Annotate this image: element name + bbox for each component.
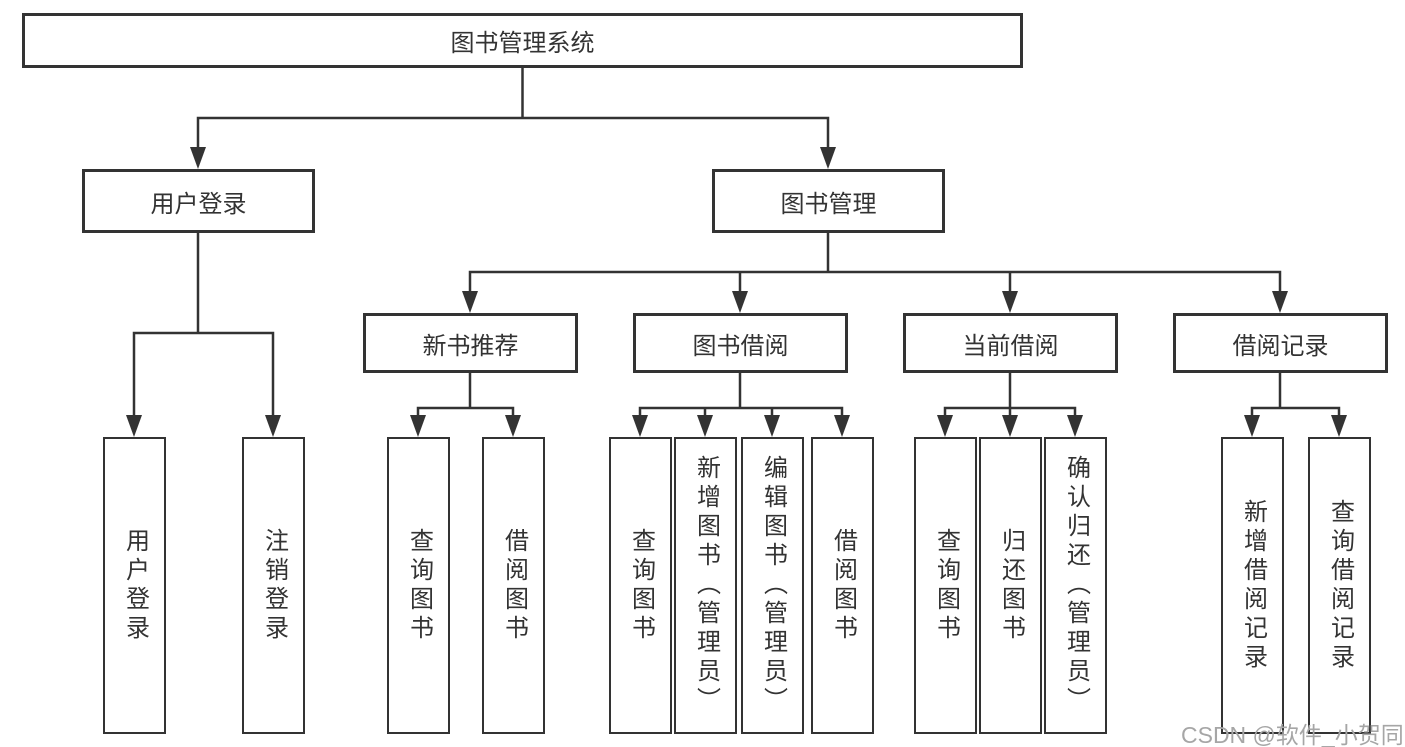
node-leaf-confirm-return-admin: 确认归还（管理员）: [1044, 437, 1107, 734]
node-leaf-return-book: 归还图书: [979, 437, 1042, 734]
node-label: 确认归还（管理员）: [1062, 455, 1090, 716]
node-book-management: 图书管理: [712, 169, 945, 233]
node-borrow-record: 借阅记录: [1173, 313, 1388, 373]
node-label: 当前借阅: [962, 332, 1059, 360]
node-leaf-add-borrow-record: 新增借阅记录: [1221, 437, 1284, 734]
node-leaf-user-login: 用户登录: [103, 437, 166, 734]
node-leaf-borrow-book-1: 借阅图书: [482, 437, 545, 734]
node-label: 图书管理系统: [450, 30, 595, 57]
node-label: 新增借阅记录: [1239, 498, 1267, 673]
node-label: 借阅图书: [500, 527, 528, 644]
node-root: 图书管理系统: [22, 13, 1023, 68]
connector-user-login-to-leaves: [126, 233, 281, 437]
node-leaf-logout: 注销登录: [242, 437, 305, 734]
node-leaf-query-borrow-record: 查询借阅记录: [1308, 437, 1371, 734]
connector-current-borrow-to-leaves: [937, 373, 1083, 437]
connector-new-book-recommend-to-leaves: [410, 373, 521, 437]
node-leaf-edit-book-admin: 编辑图书（管理员）: [741, 437, 804, 734]
node-label: 图书借阅: [692, 332, 789, 360]
node-label: 用户登录: [121, 527, 149, 644]
node-label: 借阅图书: [829, 527, 857, 644]
node-label: 编辑图书（管理员）: [759, 455, 787, 716]
node-leaf-add-book-admin: 新增图书（管理员）: [674, 437, 737, 734]
connector-borrow-record-to-leaves: [1244, 373, 1347, 437]
node-label: 查询图书: [627, 527, 655, 644]
node-current-borrow: 当前借阅: [903, 313, 1118, 373]
node-label: 新增图书（管理员）: [692, 455, 720, 716]
node-label: 用户登录: [150, 190, 247, 218]
connector-root-to-level2: [190, 68, 836, 169]
node-label: 查询图书: [405, 527, 433, 644]
connector-book-borrow-to-leaves: [632, 373, 850, 437]
node-leaf-borrow-book-2: 借阅图书: [811, 437, 874, 734]
node-label: 新书推荐: [422, 332, 519, 360]
node-leaf-query-book-1: 查询图书: [387, 437, 450, 734]
node-leaf-query-book-2: 查询图书: [609, 437, 672, 734]
node-label: 归还图书: [997, 527, 1025, 644]
node-user-login: 用户登录: [82, 169, 315, 233]
connector-book-management-to-level3: [462, 233, 1288, 313]
node-book-borrow: 图书借阅: [633, 313, 848, 373]
node-label: 图书管理: [780, 190, 877, 218]
node-label: 注销登录: [260, 527, 288, 644]
node-label: 查询图书: [932, 527, 960, 644]
node-leaf-query-book-3: 查询图书: [914, 437, 977, 734]
node-label: 借阅记录: [1232, 332, 1329, 360]
node-label: 查询借阅记录: [1326, 498, 1354, 673]
node-new-book-recommend: 新书推荐: [363, 313, 578, 373]
